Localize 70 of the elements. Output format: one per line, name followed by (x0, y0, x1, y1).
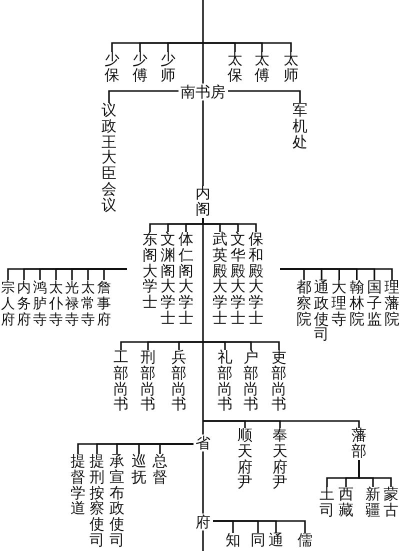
office-label: 土司 (320, 487, 334, 518)
office-label: 宗人府 (1, 280, 15, 328)
connector-line (178, 341, 203, 350)
office-label: 少师 (160, 52, 176, 84)
office-label: 光禄寺 (65, 280, 79, 328)
office-label: 工部尚书 (114, 350, 128, 413)
connector-line (167, 42, 203, 52)
connector-line (358, 460, 392, 487)
office-label: 大理寺 (332, 280, 347, 328)
connector-line (228, 90, 301, 103)
office-label: 内阁 (196, 186, 210, 218)
connector-line (202, 530, 204, 551)
office-label: 儒 (298, 533, 312, 549)
connector-line (202, 452, 204, 514)
office-label: 太保 (228, 52, 242, 84)
office-label: 议政王大臣会议 (102, 103, 116, 214)
office-label: 保和殿大学士 (248, 232, 264, 326)
office-label: 少傅 (132, 52, 148, 84)
connector-line (202, 0, 204, 84)
connector-line (108, 90, 178, 103)
office-label: 文渊阁大学士 (160, 232, 176, 326)
office-label: 户部尚书 (244, 350, 258, 413)
office-label: 知 (226, 533, 240, 549)
office-label: 太常寺 (81, 280, 95, 328)
office-label: 南书房 (178, 84, 228, 100)
connector-line (203, 420, 360, 428)
connector-line (212, 520, 306, 533)
office-label: 总督 (152, 454, 168, 486)
office-label: 通 (268, 533, 284, 549)
office-label: 省 (194, 434, 212, 451)
office-label: 西藏 (338, 487, 354, 518)
office-label: 提督学道 (70, 454, 86, 517)
office-label: 礼部尚书 (218, 350, 232, 413)
office-label: 鸿胪寺 (33, 280, 47, 328)
office-label: 太傅 (254, 52, 270, 84)
connector-line (203, 341, 280, 350)
connector-line (203, 42, 292, 52)
office-label: 东阁大学士 (142, 232, 158, 311)
connector-line (202, 100, 204, 186)
office-label: 通政使司 (314, 280, 330, 343)
office-label: 新疆 (366, 487, 380, 518)
office-label: 翰林院 (349, 280, 364, 328)
office-label: 体仁阁大学士 (178, 232, 194, 326)
office-label: 刑部尚书 (140, 350, 156, 413)
office-label: 府 (194, 514, 212, 530)
office-label: 吏部尚书 (272, 350, 286, 413)
office-label: 同 (250, 533, 266, 549)
office-label: 武英殿大学士 (212, 232, 228, 326)
office-label: 兵部尚书 (172, 350, 186, 413)
office-label: 内务府 (17, 280, 31, 328)
connector-line (159, 443, 194, 454)
office-label: 理藩院 (384, 280, 400, 328)
connector-line (103, 268, 127, 280)
office-label: 承宣布政使司 (110, 454, 124, 548)
office-label: 国子监 (366, 280, 382, 328)
office-label: 巡抚 (132, 454, 146, 486)
office-label: 提刑按察使司 (90, 454, 104, 548)
connector-line (280, 268, 393, 280)
office-label: 太师 (284, 52, 298, 84)
office-label: 顺天府尹 (238, 428, 252, 491)
office-label: 少保 (104, 52, 120, 84)
office-label: 蒙古 (384, 487, 398, 518)
office-label: 都察院 (296, 280, 312, 328)
office-label: 文华殿大学士 (230, 232, 246, 326)
connector-line (202, 218, 204, 434)
office-label: 太仆寺 (49, 280, 63, 328)
office-label: 藩部 (352, 428, 366, 460)
office-label: 军机处 (292, 103, 308, 150)
office-label: 詹事府 (97, 280, 111, 328)
office-label: 奉天府尹 (272, 428, 288, 491)
